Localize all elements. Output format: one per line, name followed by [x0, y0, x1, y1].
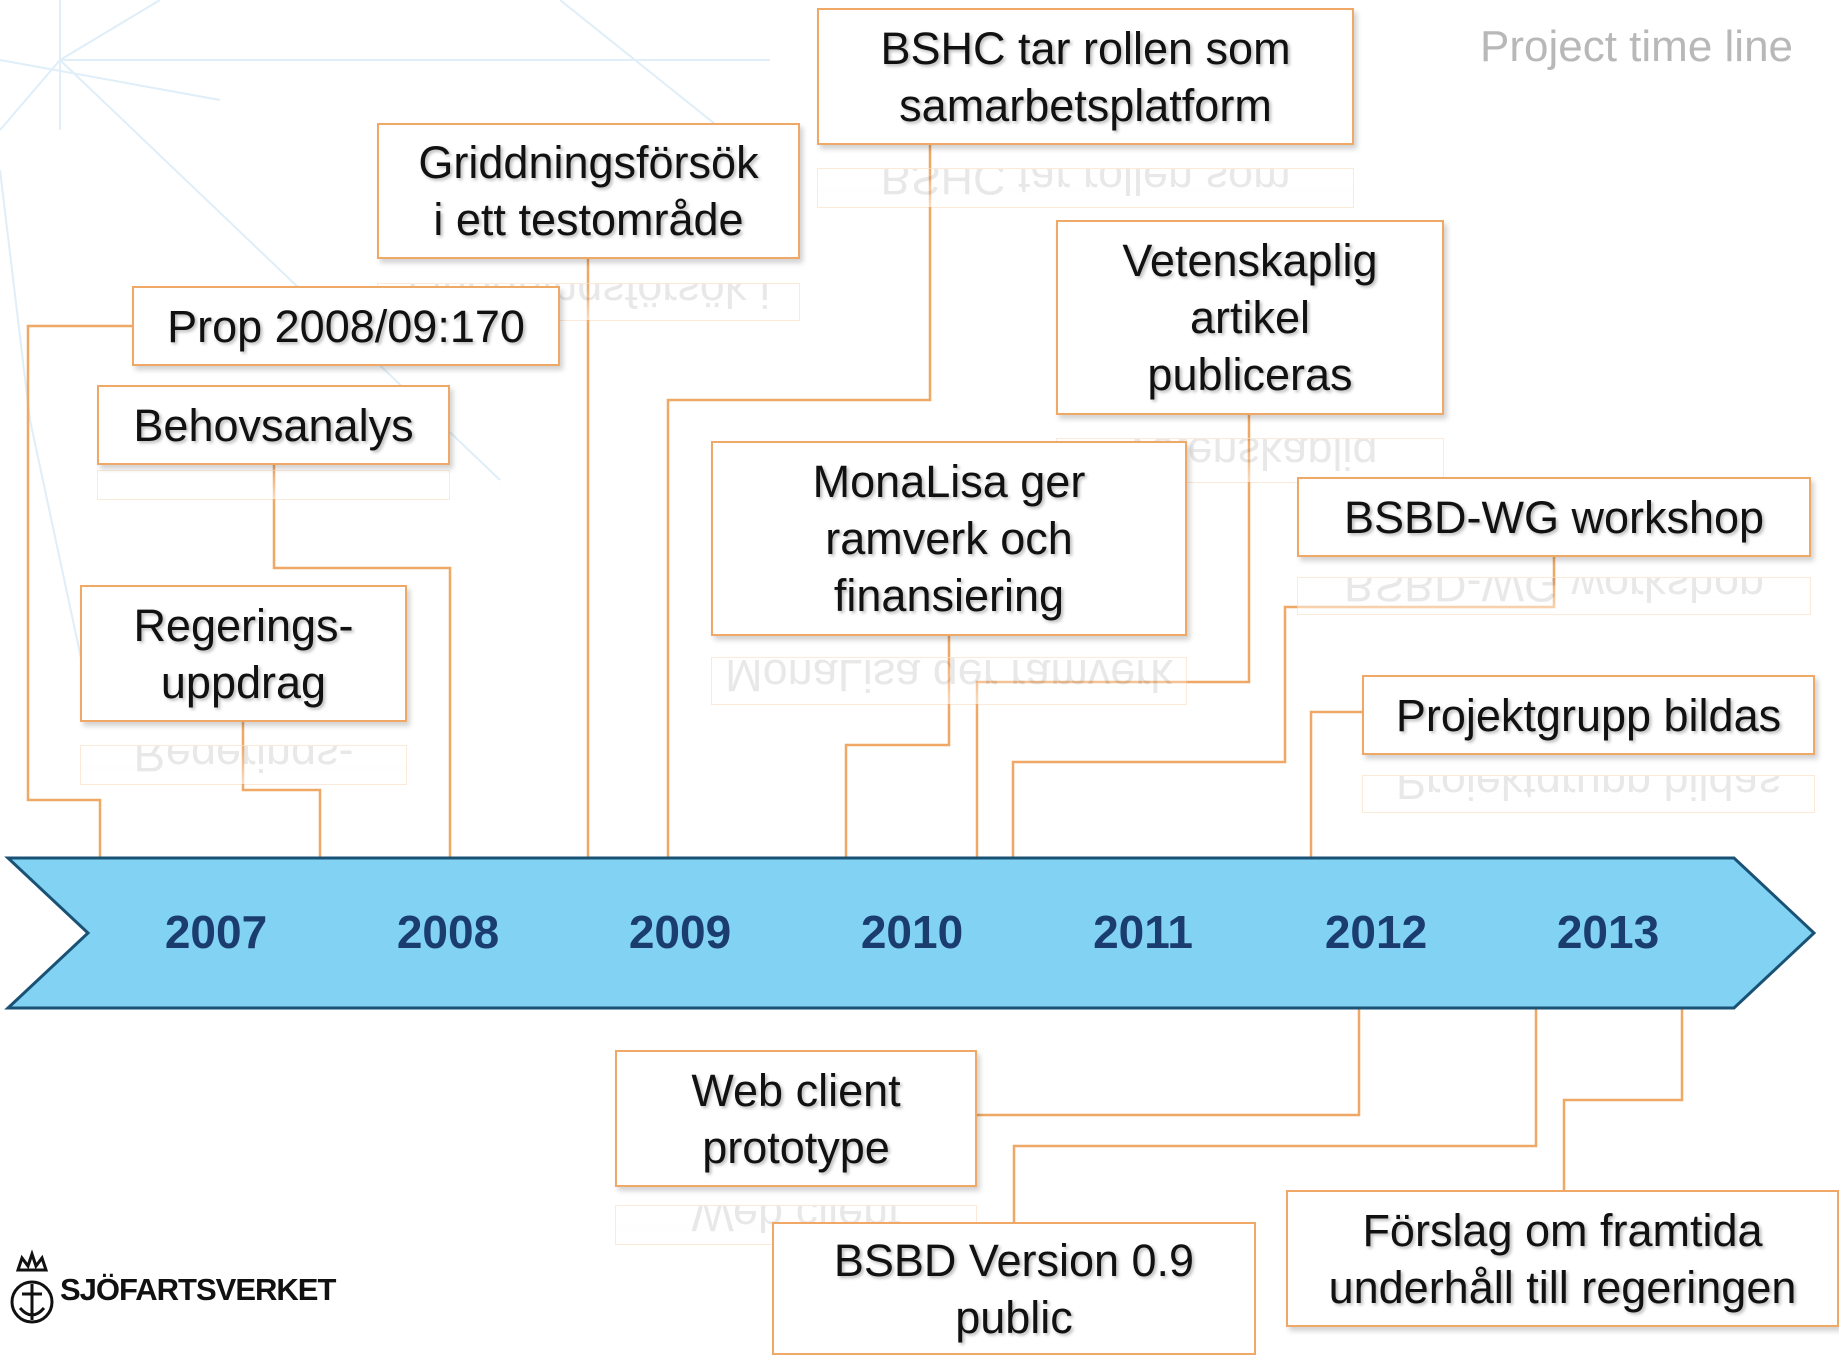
connector-bshc — [666, 145, 932, 858]
event-bsbd-wg: BSBD-WG workshop — [1297, 477, 1811, 557]
reflection-bsbd-wg: BSBD-WG workshop — [1297, 577, 1811, 615]
reflection-behovsanalys — [97, 470, 450, 500]
reflection-projektgrupp: Projektgrupp bildas — [1362, 775, 1815, 813]
reflection-bshc: BSHC tar rollen som samarbetsplatform — [817, 168, 1354, 208]
logo: SJÖFARTSVERKET — [8, 1250, 336, 1330]
crown-anchor-icon — [10, 1250, 54, 1324]
connector-forslag — [1562, 1008, 1684, 1190]
connector-webclient — [977, 1008, 1361, 1117]
year-label-2013: 2013 — [1556, 906, 1660, 958]
event-bshc: BSHC tar rollen som samarbetsplatform — [817, 8, 1354, 145]
event-webclient: Web client prototype — [615, 1050, 977, 1187]
connector-projektgrupp — [1309, 710, 1362, 858]
event-projektgrupp: Projektgrupp bildas — [1362, 675, 1815, 755]
event-griddningsforsok: Griddningsförsök i ett testområde — [377, 123, 800, 259]
connector-behovsanalys — [272, 465, 452, 858]
event-vetenskaplig: Vetenskaplig artikel publiceras — [1056, 220, 1444, 415]
year-label-2007: 2007 — [164, 906, 268, 958]
event-bsbd09: BSBD Version 0.9 public — [772, 1222, 1256, 1355]
year-label-2012: 2012 — [1324, 906, 1428, 958]
event-behovsanalys: Behovsanalys — [97, 385, 450, 465]
connector-prop — [26, 324, 132, 858]
connector-bsbd09 — [1012, 1008, 1538, 1222]
year-label-2010: 2010 — [860, 906, 964, 958]
page-title: Project time line — [1480, 22, 1794, 71]
year-label-2009: 2009 — [628, 906, 732, 958]
year-label-2011: 2011 — [1093, 906, 1193, 958]
reflection-monalisa: MonaLisa ger ramverk och finansiering — [711, 657, 1187, 705]
event-monalisa: MonaLisa ger ramverk och finansiering — [711, 441, 1187, 636]
logo-text: SJÖFARTSVERKET — [60, 1272, 336, 1307]
reflection-regeringsuppdrag: Regerings- uppdrag — [80, 745, 407, 785]
year-label-2008: 2008 — [396, 906, 500, 958]
event-regeringsuppdrag: Regerings- uppdrag — [80, 585, 407, 722]
event-forslag: Förslag om framtida underhåll till reger… — [1286, 1190, 1839, 1327]
event-prop: Prop 2008/09:170 — [132, 286, 560, 366]
